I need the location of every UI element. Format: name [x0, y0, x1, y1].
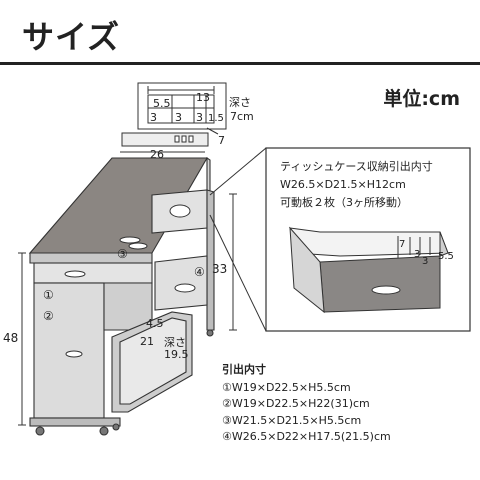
page-title: サイズ: [22, 18, 121, 56]
dim-label-13: 13: [196, 91, 210, 104]
depth-label: 深さ: [229, 96, 251, 109]
inner-dim-item-1: ①W19×D22.5×H5.5cm: [222, 380, 351, 394]
basket-label-21: 21: [140, 335, 154, 348]
callout-connector: [209, 147, 267, 332]
top-tray: [121, 127, 219, 147]
top-pocket-detail: [137, 82, 227, 130]
tissue-title: ティッシュケース収納引出内寸: [280, 159, 433, 173]
tissue-dim-7: 7: [399, 239, 405, 250]
tissue-size: W26.5×D21.5×H12cm: [280, 178, 406, 191]
tissue-shelves: 可動板２枚（3ヶ所移動）: [280, 195, 408, 209]
dim-label-1-5: 1.5: [208, 113, 224, 124]
dim-label-3-c: 3: [196, 111, 203, 124]
inner-dim-item-4: ④W26.5×D22×H17.5(21.5)cm: [222, 430, 391, 443]
depth-value: 7cm: [230, 110, 254, 123]
tissue-box-drawing: [288, 226, 449, 314]
pocket-label-7: 7: [218, 134, 225, 147]
marker-1: ①: [43, 288, 54, 302]
marker-2: ②: [43, 309, 54, 323]
dim-label-5-5: 5.5: [153, 97, 171, 110]
dim-label-3-b: 3: [175, 111, 182, 124]
height-48-dim: [18, 252, 26, 426]
inner-dimensions-heading: 引出内寸: [222, 363, 266, 376]
inner-dim-item-2: ②W19×D22.5×H22(31)cm: [222, 397, 370, 410]
marker-3: ③: [117, 247, 128, 261]
height-label-48: 48: [3, 331, 18, 345]
cabinet-left-front: [33, 282, 105, 419]
unit-label: 単位:cm: [383, 88, 460, 110]
cabinet-body: [28, 156, 215, 436]
marker-4: ④: [194, 265, 205, 279]
height-label-33: 33: [212, 262, 227, 276]
basket-depth-label: 深さ: [164, 336, 186, 349]
inner-dim-item-3: ③W21.5×D21.5×H5.5cm: [222, 413, 362, 427]
tissue-dim-3-b: 3: [422, 256, 428, 267]
inner-dimensions-list: 引出内寸 ①W19×D22.5×H5.5cm ②W19×D22.5×H22(31…: [222, 362, 472, 446]
pocket-detail-frame: [137, 82, 227, 130]
dim-label-3-a: 3: [150, 111, 157, 124]
drawer-4-right: [154, 255, 208, 311]
tissue-dim-5-5: 5.5: [438, 251, 454, 262]
basket-depth-value: 19.5: [164, 348, 189, 361]
title-divider: [0, 62, 480, 65]
drawer-handles: [64, 204, 196, 358]
pocket-outline: [147, 94, 215, 124]
basket-label-4-5: 4.5: [146, 317, 164, 330]
drawer-3-front: [33, 262, 153, 284]
tissue-dim-3-a: 3: [414, 249, 420, 260]
